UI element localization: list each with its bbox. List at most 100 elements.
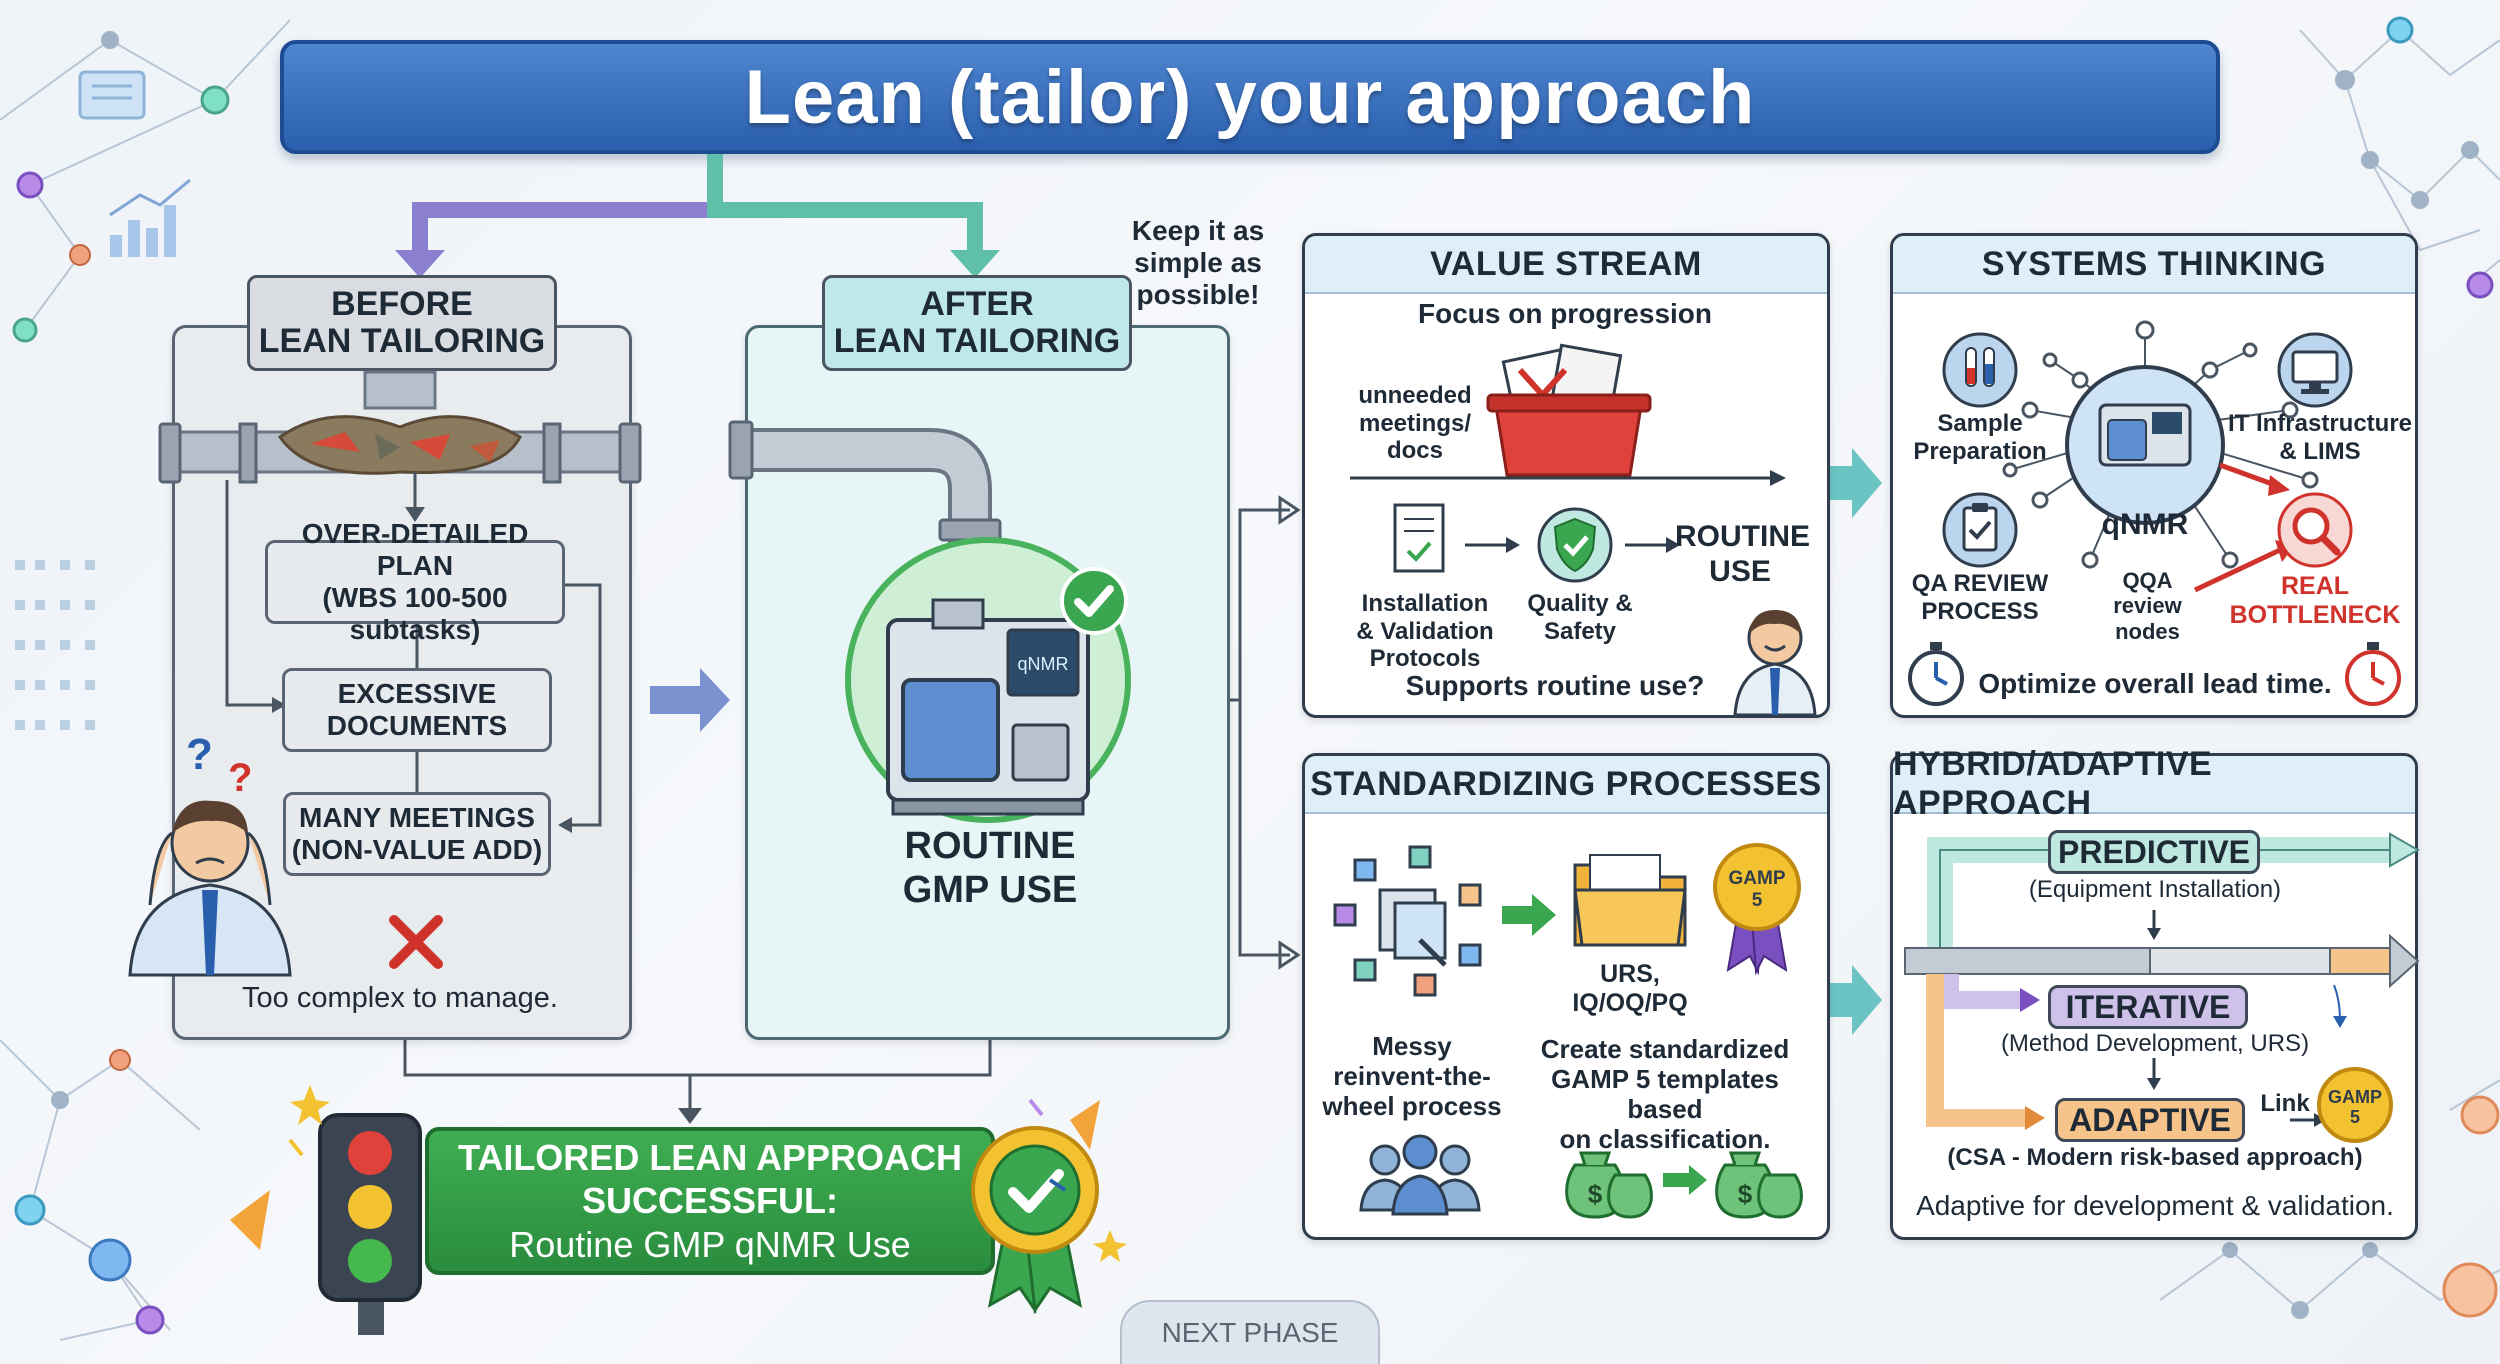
arrow-standardizing-to-hybrid [1852, 965, 1882, 1035]
arrow-head-before [395, 250, 445, 278]
systems-thinking-panel: SYSTEMS THINKING [1890, 233, 2418, 718]
systems-thinking-title: SYSTEMS THINKING [1893, 236, 2415, 294]
label-line: on classification. [1559, 1123, 1771, 1154]
item-subtitle: DOCUMENTS [326, 710, 508, 741]
label-line: GAMP 5 templates based [1551, 1063, 1779, 1124]
predictive-pill: PREDICTIVE [2048, 830, 2260, 874]
protocol-doc-icon [1393, 503, 1520, 573]
stressed-person-icon: ? ? [128, 730, 292, 977]
qa-review-label: QA REVIEW PROCESS [1900, 570, 2060, 625]
sample-prep-label: Sample Preparation [1900, 410, 2060, 465]
label-line: Create standardized [1540, 1034, 1790, 1064]
folder-icon [1573, 854, 1687, 947]
item-title: OVER-DETAILED PLAN [301, 517, 529, 581]
note-line: Keep it as [1131, 215, 1265, 246]
real-bottleneck-label: REAL BOTTLENECK [2225, 572, 2405, 630]
systems-footer: Optimize overall lead time. [1978, 668, 2332, 699]
after-caption: ROUTINE GMP USE [840, 825, 1140, 912]
item-subtitle: (WBS 100-500 subtasks) [322, 582, 508, 646]
arrow-head-after [950, 250, 1000, 278]
engineer-avatar [1733, 610, 1817, 717]
after-tag-line1: AFTER [920, 284, 1034, 323]
value-stream-question: Supports routine use? [1405, 670, 1705, 701]
note-line: simple as [1134, 247, 1262, 279]
after-tag-line2: LEAN TAILORING [833, 322, 1121, 360]
award-ribbon-icon [971, 1126, 1099, 1315]
link-label: Link [2260, 1090, 2310, 1117]
success-line: TAILORED LEAN APPROACH [458, 1137, 962, 1179]
label-line: & LIMS [2279, 437, 2361, 465]
red-x-icon [389, 915, 443, 969]
gamp-small-line2: 5 [2350, 1107, 2360, 1127]
traffic-light-icon [318, 1113, 422, 1335]
test-tubes-icon [1942, 332, 2018, 408]
iterative-pill: ITERATIVE [2048, 985, 2248, 1029]
arrow-valuestream-to-systems [1852, 448, 1882, 518]
next-phase-tab[interactable]: NEXT PHASE [1120, 1300, 1380, 1364]
value-stream-subtitle: Focus on progression [1417, 298, 1713, 329]
waste-label: unneeded meetings/ docs [1340, 382, 1490, 465]
adaptive-pill: ADAPTIVE [2055, 1098, 2245, 1142]
item-title: MANY MEETINGS [299, 801, 535, 833]
title-banner: Lean (tailor) your approach [280, 40, 2220, 154]
clipboard-icon [1942, 492, 2018, 568]
hybrid-footer: Adaptive for development & validation. [1916, 1190, 2394, 1221]
waste-line: meetings/ [1358, 409, 1472, 437]
label-line: REAL [2280, 572, 2350, 600]
label-line: wheel process [1322, 1090, 1502, 1121]
qnmr-screen-label: qNMR [1017, 654, 1068, 674]
routine-line: ROUTINE [1675, 520, 1810, 553]
before-connectors [225, 480, 602, 833]
clean-pipe-illustration [728, 420, 1002, 550]
confetti-decoration [230, 1085, 1127, 1262]
note-line: possible! [1136, 279, 1260, 311]
before-tag-line1: BEFORE [331, 284, 473, 323]
iterative-subtitle: (Method Development, URS) [2000, 1030, 2310, 1057]
label-line: QQA [2122, 568, 2173, 593]
item-subtitle: (NON-VALUE ADD) [291, 834, 543, 865]
label-line: BOTTLENECK [2229, 600, 2401, 629]
step-line: Safety [1543, 617, 1617, 645]
label-line: nodes [2115, 618, 2180, 644]
label-line: QA REVIEW [1911, 570, 2049, 597]
svg-text:$: $ [1738, 1179, 1753, 1209]
hybrid-flow-diagram [1904, 832, 2421, 1130]
caption-line: ROUTINE [904, 825, 1076, 867]
create-templates-label: Create standardized GAMP 5 templates bas… [1510, 1034, 1820, 1155]
arrow-messy-to-templates [1502, 894, 1556, 936]
label-line: PROCESS [1921, 597, 2039, 625]
waste-line: unneeded [1358, 382, 1472, 409]
value-stream-title: VALUE STREAM [1305, 236, 1827, 294]
adaptive-subtitle: (CSA - Modern risk-based approach) [1947, 1144, 2363, 1171]
label-line: reinvent-the- [1333, 1060, 1491, 1091]
it-infrastructure-label: IT Infrastructure & LIMS [2225, 410, 2415, 465]
page-title: Lean (tailor) your approach [744, 54, 1756, 140]
gamp-badge-line2: 5 [1752, 890, 1763, 911]
quality-shield-icon [1537, 507, 1680, 583]
clogged-pipe-illustration [158, 370, 642, 522]
timer-icon [2345, 642, 2401, 706]
label-line: IT Infrastructure [2227, 410, 2413, 437]
svg-text:?: ? [186, 730, 213, 779]
predictive-subtitle: (Equipment Installation) [2028, 876, 2282, 903]
step-line: & Validation [1356, 617, 1494, 645]
svg-text:$: $ [1588, 1179, 1603, 1209]
caption-line: GMP USE [902, 868, 1078, 911]
label-line: review [2113, 593, 2182, 619]
gamp5-badge-icon: GAMP 5 [1713, 843, 1801, 976]
success-line: Routine GMP qNMR Use [509, 1223, 911, 1265]
after-note: Keep it as simple as possible! [1118, 215, 1278, 312]
waste-line: docs [1386, 437, 1443, 465]
monitor-icon [2277, 332, 2353, 408]
next-phase-label: NEXT PHASE [1161, 1317, 1339, 1348]
label-line: IQ/OQ/PQ [1572, 988, 1688, 1017]
urs-docs-label: URS, IQ/OQ/PQ [1540, 960, 1720, 1018]
money-bags-icon: $ $ [1565, 1151, 1803, 1219]
label-line: Sample [1937, 410, 2023, 437]
before-item-over-detailed-plan: OVER-DETAILED PLAN(WBS 100-500 subtasks) [265, 518, 565, 645]
team-people-icon [1359, 1134, 1481, 1216]
routine-line: USE [1709, 554, 1771, 588]
